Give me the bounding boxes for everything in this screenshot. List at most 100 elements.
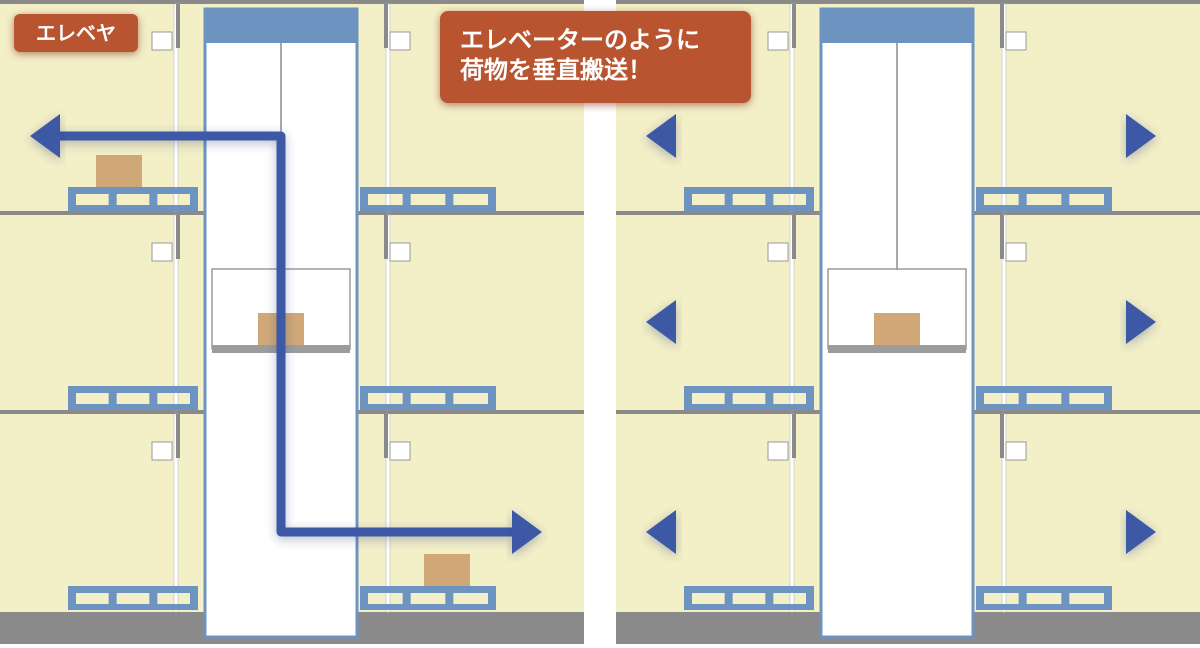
right-right-pallet-leg [976, 390, 984, 410]
left-right-pallet-top [360, 386, 496, 393]
right-left-pallet-leg [684, 191, 692, 211]
left-hanger-left [176, 4, 180, 48]
elevaya-label-badge: エレベヤ [14, 14, 138, 52]
left-right-pallet [360, 386, 496, 410]
left-hanger-right [384, 215, 388, 259]
left-left-pallet [68, 386, 198, 410]
right-right-pallet-leg [1018, 390, 1027, 410]
right-hanger-left [792, 4, 796, 48]
left-left-pallet-leg [190, 191, 198, 211]
panel-divider [584, 0, 616, 644]
right-left-pallet-leg [806, 191, 814, 211]
right-right-pallet-leg [1061, 590, 1070, 610]
left-left-pallet-bottom [68, 205, 198, 211]
right-left-pallet-leg [806, 590, 814, 610]
right-arrow-head-left [646, 510, 676, 554]
left-sensor-left [151, 441, 173, 461]
left-left-pallet [68, 586, 198, 610]
right-ceiling-line [616, 0, 1200, 4]
right-left-pallet-leg [684, 590, 692, 610]
left-sensor-right [389, 441, 411, 461]
right-right-pallet-leg [1018, 191, 1027, 211]
left-hanger-left [176, 414, 180, 458]
right-hanger-right [1000, 414, 1004, 458]
right-arrow-head-left [646, 300, 676, 344]
left-left-pallet-leg [149, 191, 158, 211]
left-left-pallet [68, 187, 198, 211]
right-left-pallet-leg [765, 390, 774, 410]
right-right-pallet-leg [1018, 590, 1027, 610]
right-right-pallet-leg [1104, 191, 1112, 211]
right-left-pallet [684, 386, 814, 410]
right-right-pallet-leg [1104, 590, 1112, 610]
left-arrow-head-right [512, 510, 542, 554]
right-left-pallet-leg [724, 191, 733, 211]
right-sensor-right [1005, 242, 1027, 262]
right-right-pallet [976, 586, 1112, 610]
left-left-pallet-top [68, 386, 198, 393]
right-hanger-right [1000, 4, 1004, 48]
right-left-pallet-leg [724, 390, 733, 410]
left-left-pallet-bottom [68, 604, 198, 610]
right-left-pallet-bottom [684, 205, 814, 211]
left-right-pallet-leg [360, 590, 368, 610]
right-elevator-car-floor [828, 345, 966, 353]
right-arrow-head-right [1126, 300, 1156, 344]
right-right-pallet-bottom [976, 404, 1112, 410]
right-arrow-head-right [1126, 510, 1156, 554]
right-left-pallet-leg [765, 590, 774, 610]
left-left-pallet-leg [190, 390, 198, 410]
left-ceiling-line [0, 0, 584, 4]
right-right-pallet-leg [1104, 390, 1112, 410]
left-left-pallet-leg [68, 590, 76, 610]
right-right-pallet-top [976, 586, 1112, 593]
left-left-pallet-leg [149, 590, 158, 610]
left-right-pallet-leg [488, 590, 496, 610]
right-left-pallet-top [684, 386, 814, 393]
left-left-pallet-leg [149, 390, 158, 410]
left-right-pallet [360, 187, 496, 211]
right-right-pallet-bottom [976, 205, 1112, 211]
left-right-pallet-bottom [360, 404, 496, 410]
left-transport-route-arrow [60, 131, 512, 537]
right-left-pallet-leg [724, 590, 733, 610]
left-right-pallet-leg [445, 590, 454, 610]
left-left-pallet-leg [108, 390, 117, 410]
right-elevator-head [821, 9, 973, 43]
right-left-pallet-bottom [684, 404, 814, 410]
left-right-pallet-leg [402, 390, 411, 410]
left-right-pallet-top [360, 187, 496, 194]
right-hanger-right [1000, 215, 1004, 259]
elevaya-label-text: エレベヤ [36, 21, 116, 45]
right-right-pallet-leg [976, 590, 984, 610]
headline-line-2: 荷物を垂直搬送！ [460, 56, 652, 84]
left-hanger-right [384, 414, 388, 458]
left-right-pallet-bottom [360, 604, 496, 610]
right-left-pallet-leg [684, 390, 692, 410]
left-hanger-left [176, 215, 180, 259]
left-right-pallet-leg [360, 390, 368, 410]
right-left-pallet-bottom [684, 604, 814, 610]
left-left-pallet-leg [68, 191, 76, 211]
left-sensor-left [151, 31, 173, 51]
left-left-pallet-top [68, 586, 198, 593]
right-left-pallet-leg [806, 390, 814, 410]
right-sensor-right [1005, 441, 1027, 461]
right-right-pallet-leg [1061, 390, 1070, 410]
right-hanger-left [792, 215, 796, 259]
right-right-pallet-top [976, 386, 1112, 393]
left-cargo-upper [96, 155, 142, 187]
right-sensor-left [767, 441, 789, 461]
right-arrow-head-left [646, 114, 676, 158]
left-right-pallet-leg [445, 191, 454, 211]
left-elevator-head [205, 9, 357, 43]
right-right-pallet-bottom [976, 604, 1112, 610]
left-left-pallet-leg [190, 590, 198, 610]
left-left-pallet-leg [108, 191, 117, 211]
left-right-pallet-leg [402, 590, 411, 610]
right-left-pallet [684, 187, 814, 211]
right-right-pallet-leg [1061, 191, 1070, 211]
right-left-pallet-top [684, 187, 814, 194]
left-right-pallet-leg [402, 191, 411, 211]
